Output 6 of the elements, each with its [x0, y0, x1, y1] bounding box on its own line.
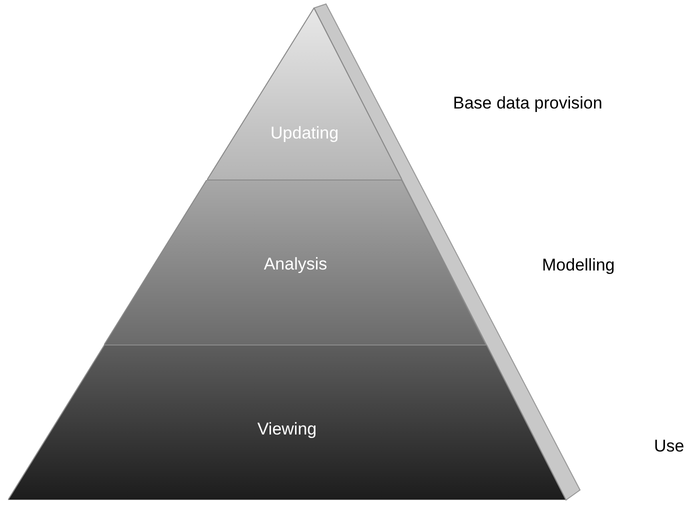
band-label: Analysis [264, 253, 328, 276]
band-label: Updating [270, 122, 339, 144]
level-label: Use [654, 435, 684, 458]
level-label: Base data provision [453, 92, 602, 114]
band-label: Viewing [257, 418, 317, 440]
level-label: Modelling [542, 254, 615, 276]
